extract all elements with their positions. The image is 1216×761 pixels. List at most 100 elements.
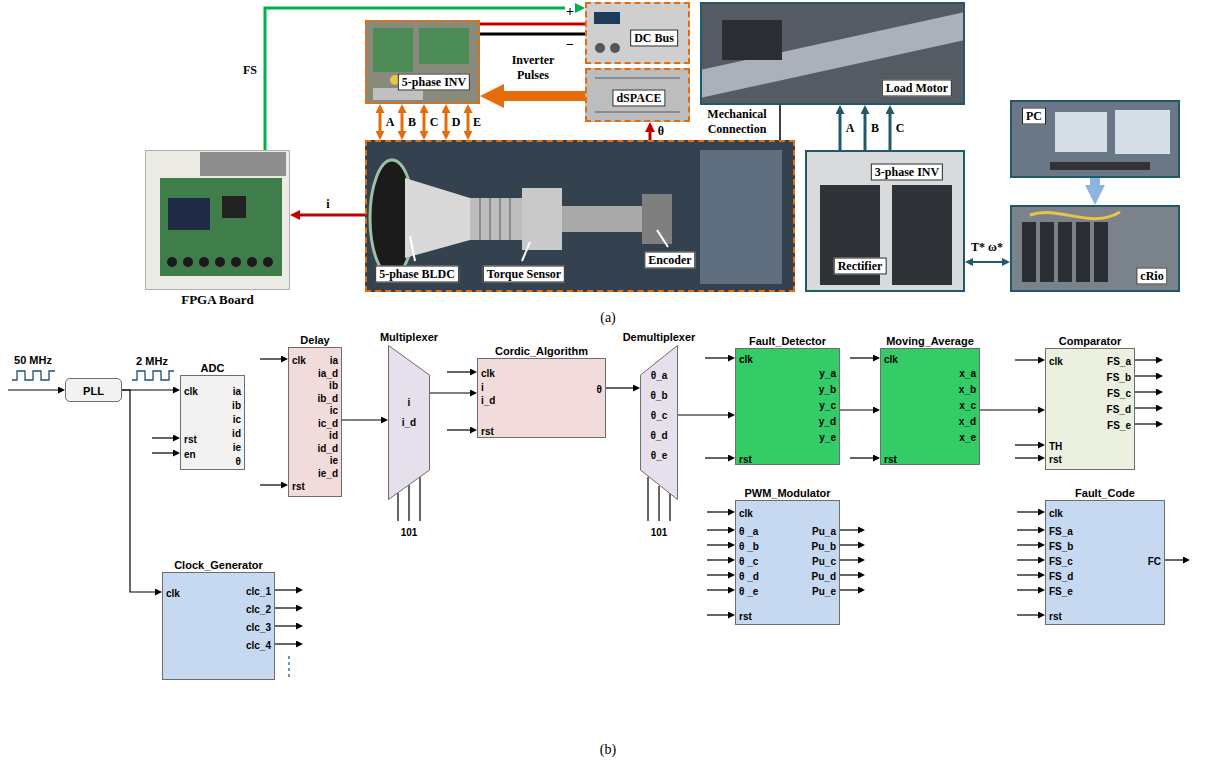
port-name: FS_b xyxy=(1049,541,1073,552)
select-line xyxy=(658,486,659,521)
signal-arrow xyxy=(980,410,1038,411)
connector-line xyxy=(1090,178,1100,185)
signal-stub xyxy=(275,625,296,626)
port-name: y_d xyxy=(819,416,836,427)
fpga-board-photo xyxy=(145,150,290,290)
port-name: y_e xyxy=(819,432,836,443)
photo-panel: PC xyxy=(1010,100,1180,178)
signal-stub xyxy=(707,574,728,575)
bellows-ring xyxy=(499,198,501,240)
signal-stub xyxy=(8,389,58,390)
port-name: x_c xyxy=(959,400,976,411)
signal-stub xyxy=(1165,559,1183,560)
select-line xyxy=(419,477,420,521)
knob xyxy=(610,43,620,53)
signal-label: T* ω* xyxy=(970,240,1004,255)
continuation-dash xyxy=(288,656,289,678)
signal-label: A xyxy=(845,121,856,136)
circuit-board xyxy=(160,178,282,276)
connector-line xyxy=(889,114,892,150)
signal-stub xyxy=(1135,359,1156,360)
port-name: Pu_b xyxy=(812,541,836,552)
signal-stub xyxy=(1135,391,1156,392)
jack xyxy=(199,257,209,267)
drive-module xyxy=(892,185,952,285)
signal-label: D xyxy=(451,115,462,130)
port-name: FS_c xyxy=(1107,388,1131,399)
signal-stub xyxy=(1135,423,1156,424)
port-name: θ _a xyxy=(739,526,758,537)
block-title: Multiplexer xyxy=(380,331,438,343)
connector-line xyxy=(840,409,873,410)
signal-stub xyxy=(1015,457,1038,458)
signal-label: C xyxy=(429,115,440,130)
port-name: rst xyxy=(884,454,897,465)
signal-arrow xyxy=(780,105,781,140)
port-name: Pu_e xyxy=(812,586,836,597)
port-name: ia xyxy=(330,355,338,366)
signal-arrow xyxy=(865,114,866,150)
signal-label: Inverter Pulses xyxy=(501,53,565,83)
photo-ground xyxy=(365,140,795,292)
photo-ground xyxy=(1010,205,1180,292)
connector-line xyxy=(779,105,781,140)
trapezoid-shape xyxy=(641,346,678,500)
motor-rig-photo xyxy=(365,140,795,292)
port-name: clk xyxy=(739,508,753,519)
block-title: Cordic_Algorithm xyxy=(495,345,588,357)
port-name: y_a xyxy=(819,368,836,379)
port-name: rst xyxy=(184,434,197,445)
signal-stub xyxy=(1135,375,1156,376)
photo-label: Load Motor xyxy=(882,80,952,97)
connector-line xyxy=(300,214,365,217)
signal-arrow xyxy=(606,388,633,389)
io-module xyxy=(1058,222,1072,282)
connector-line xyxy=(678,414,728,415)
port-name: x_e xyxy=(959,432,976,443)
port-name: ie xyxy=(330,455,338,466)
annotation-label: (b) xyxy=(599,742,617,758)
port-name: ic xyxy=(330,405,338,416)
slot xyxy=(595,77,680,79)
port-name: FS_d xyxy=(1107,404,1131,415)
connector-line xyxy=(122,390,155,592)
port-name: FS_e xyxy=(1107,420,1131,431)
port-name: θ_d xyxy=(650,430,667,441)
connector-line xyxy=(649,132,652,140)
port-name: FS_c xyxy=(1049,556,1073,567)
port-name: ib_d xyxy=(317,392,338,403)
jack xyxy=(183,257,193,267)
leader-lines xyxy=(410,230,668,261)
signal-arrow xyxy=(342,420,381,421)
logic-block: PWM_Modulatorclkθ _aθ _bθ _cθ _dθ _erstP… xyxy=(735,500,840,625)
signal-label: i xyxy=(325,197,330,212)
port-name: PLL xyxy=(83,385,104,397)
port-name: clk xyxy=(481,368,495,379)
port-name: clk xyxy=(1049,508,1063,519)
port-name: θ _d xyxy=(739,571,759,582)
signal-arrow xyxy=(300,215,365,216)
shaft xyxy=(562,206,642,232)
photo-panel: 5-phase BLDCTorque SensorEncoder xyxy=(365,140,795,292)
port-name: clc_4 xyxy=(246,640,271,651)
bellows-ring xyxy=(489,198,491,240)
crio-photo xyxy=(1010,205,1180,292)
io-module xyxy=(1040,222,1054,282)
signal-stub xyxy=(840,574,858,575)
port-name: FS_e xyxy=(1049,586,1073,597)
signal-stub xyxy=(1017,589,1038,590)
port-name: x_b xyxy=(959,384,976,395)
photo-panel: 5-phase INV xyxy=(365,20,480,104)
port-name: Pu_a xyxy=(812,526,836,537)
block-title: Demultiplexer xyxy=(623,331,696,343)
photo-ground xyxy=(585,2,690,64)
signal-stub xyxy=(152,452,173,453)
signal-stub xyxy=(707,589,728,590)
annotation-label: 101 xyxy=(400,527,419,538)
photo-panel: cRio xyxy=(1010,205,1180,292)
photo-panel: FPGA Board xyxy=(145,150,290,290)
torque-sensor xyxy=(522,188,562,250)
port-name: ic_d xyxy=(318,417,338,428)
signal-arrow xyxy=(380,113,381,131)
connector-line xyxy=(606,387,633,388)
